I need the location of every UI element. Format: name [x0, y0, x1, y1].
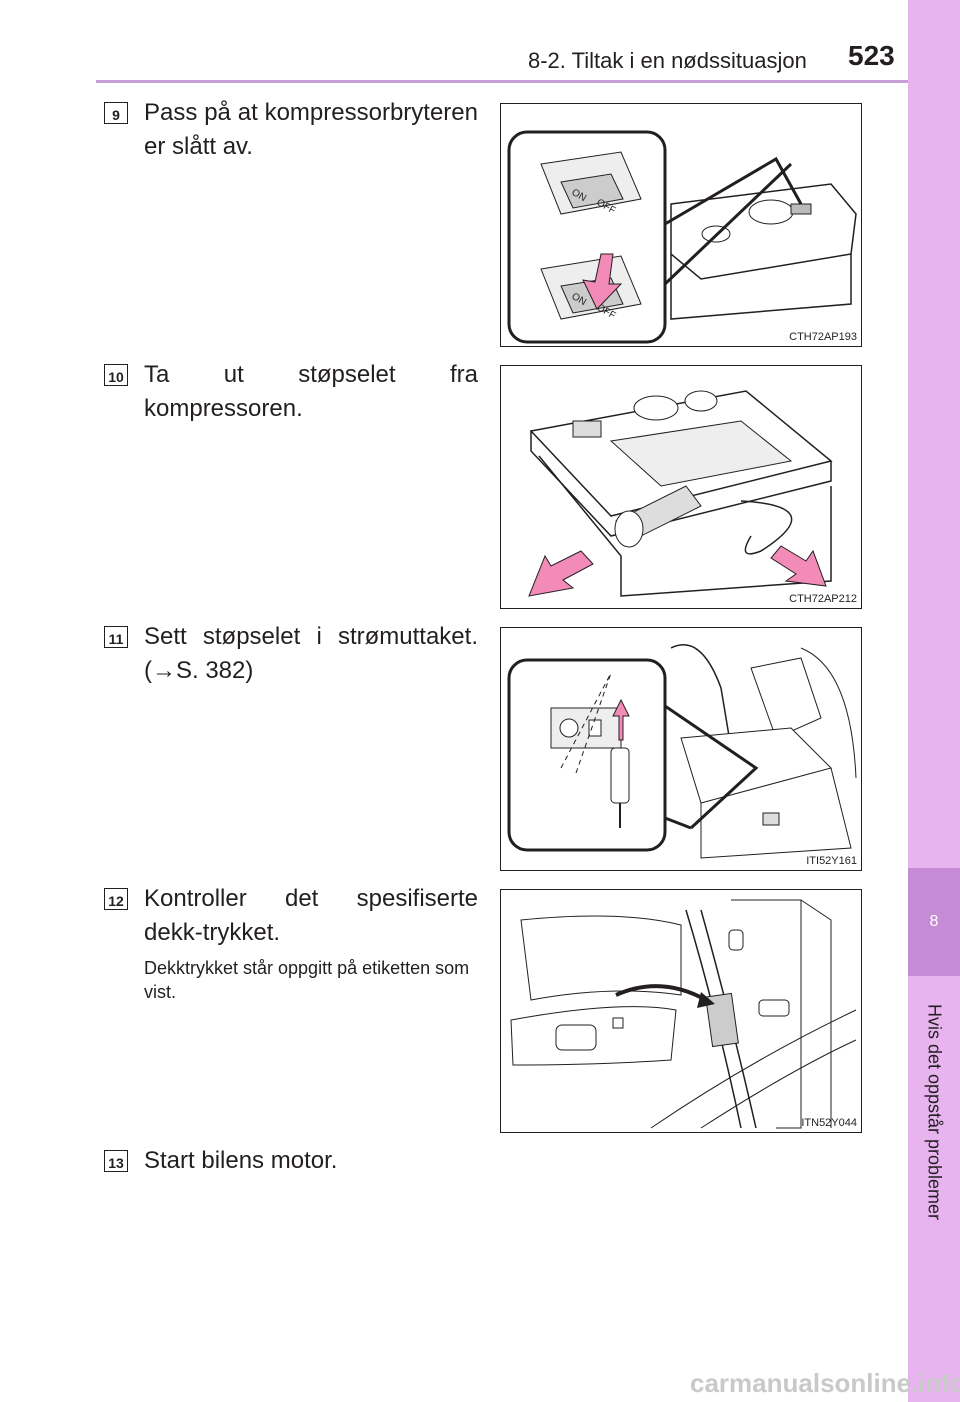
section-title: 8-2. Tiltak i en nødssituasjon — [528, 48, 807, 73]
compressor-switch-illustration: ON OFF ON OFF — [507, 130, 857, 344]
page-number: 523 — [848, 40, 895, 71]
unplug-illustration — [528, 390, 833, 597]
step-text-13: Start bilens motor. — [144, 1147, 338, 1174]
figure-tire-pressure-label: ITN52Y044 — [500, 889, 862, 1133]
power-outlet-illustration — [507, 644, 857, 859]
step-number-10: 10 — [104, 364, 128, 386]
figure-unplug-compressor: CTH72AP212 — [500, 365, 862, 609]
step-number-12: 12 — [104, 888, 128, 910]
header-divider — [96, 80, 908, 83]
step-number-9: 9 — [104, 102, 128, 124]
figure-compressor-switch: ON OFF ON OFF CTH72AP193 — [500, 103, 862, 347]
chapter-number: 8 — [929, 913, 939, 930]
figure-code: ITI52Y161 — [806, 855, 857, 867]
step-note-12: Dekktrykket står oppgitt på etiketten so… — [144, 958, 470, 1002]
chapter-number-box: 8 — [908, 868, 960, 976]
figure-code: ITN52Y044 — [801, 1117, 857, 1129]
step-text-11: Sett støpselet i strømuttaket. (→S. 382) — [144, 623, 478, 684]
step-text-12: Kontroller det spesifiserte dekk-trykket… — [144, 885, 478, 946]
step-text-10: Ta ut støpselet fra kompressoren. — [144, 361, 478, 422]
step-number-11: 11 — [104, 626, 128, 648]
figure-code: CTH72AP193 — [789, 331, 857, 343]
chapter-side-tab — [908, 0, 960, 1402]
door-pillar-illustration — [510, 899, 857, 1129]
footer-watermark: carmanualsonline.info — [690, 1368, 960, 1398]
chapter-title: Hvis det oppstår problemer — [924, 1003, 945, 1221]
step-number-13: 13 — [104, 1150, 128, 1172]
step-text-9: Pass på at kompressorbryteren er slått a… — [144, 99, 478, 160]
figure-code: CTH72AP212 — [789, 593, 857, 605]
figure-power-outlet: ITI52Y161 — [500, 627, 862, 871]
